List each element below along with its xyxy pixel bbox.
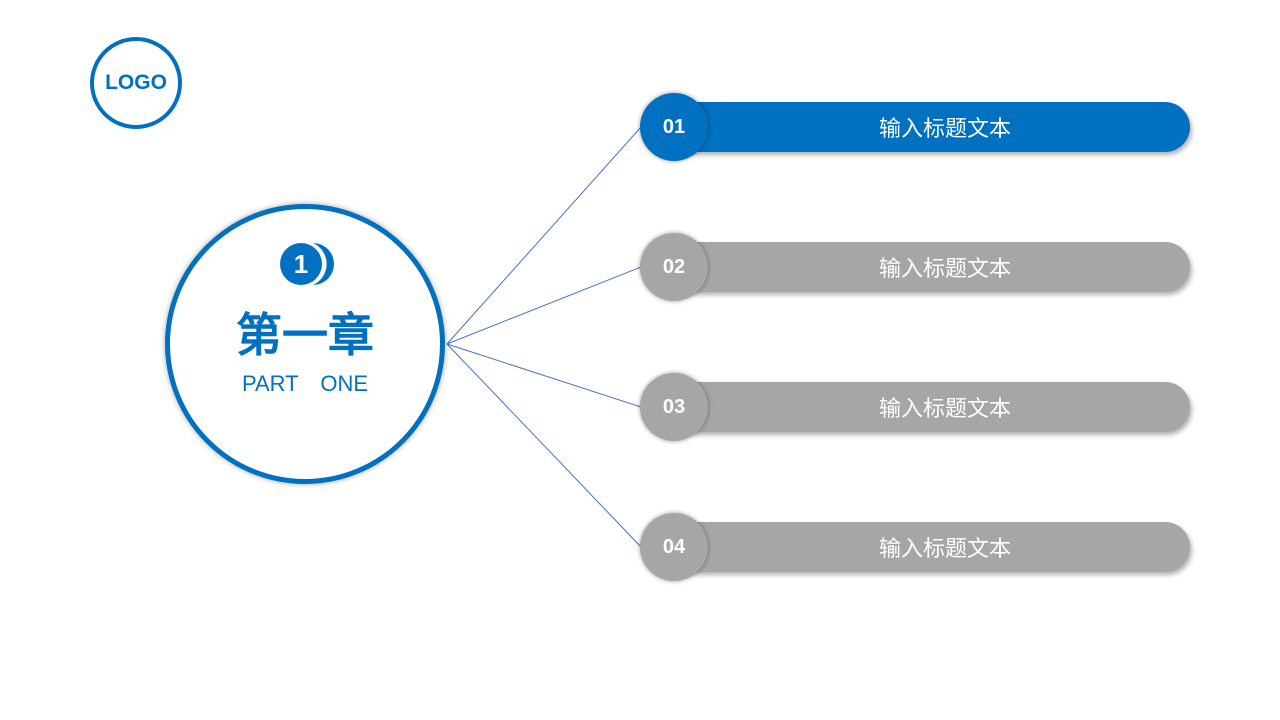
item-label: 输入标题文本 (878, 537, 1011, 562)
item-number-badge: 02 (640, 233, 708, 301)
item-label: 输入标题文本 (878, 257, 1011, 282)
item-label: 输入标题文本 (878, 397, 1011, 422)
list-item-04[interactable]: 输入标题文本 04 (640, 512, 1190, 582)
logo: LOGO (90, 37, 182, 129)
connector-line (446, 266, 642, 345)
chapter-subtitle: PART ONE (241, 371, 369, 396)
item-bar[interactable]: 输入标题文本 (670, 102, 1190, 152)
item-number: 03 (662, 395, 686, 418)
list-item-03[interactable]: 输入标题文本 03 (640, 372, 1190, 442)
logo-text: LOGO (105, 71, 167, 94)
item-number: 02 (662, 255, 686, 278)
connector-line (446, 343, 642, 408)
chapter-number: 1 (294, 249, 308, 279)
item-number-badge: 01 (640, 93, 708, 161)
list-item-02[interactable]: 输入标题文本 02 (640, 232, 1190, 302)
chapter-number-icon: 1 (280, 243, 334, 285)
item-label: 输入标题文本 (878, 117, 1011, 142)
item-bar[interactable]: 输入标题文本 (670, 382, 1190, 432)
connector-line (446, 126, 642, 345)
item-bar[interactable]: 输入标题文本 (670, 522, 1190, 572)
list-item-01[interactable]: 输入标题文本 01 (640, 92, 1190, 162)
chapter-circle: 1 第一章 PART ONE (165, 204, 445, 484)
item-bar[interactable]: 输入标题文本 (670, 242, 1190, 292)
chapter-title: 第一章 (236, 308, 374, 362)
item-number: 01 (662, 115, 686, 138)
item-number-badge: 04 (640, 513, 708, 581)
item-number-badge: 03 (640, 373, 708, 441)
item-number: 04 (662, 535, 686, 558)
connector-line (446, 343, 642, 548)
